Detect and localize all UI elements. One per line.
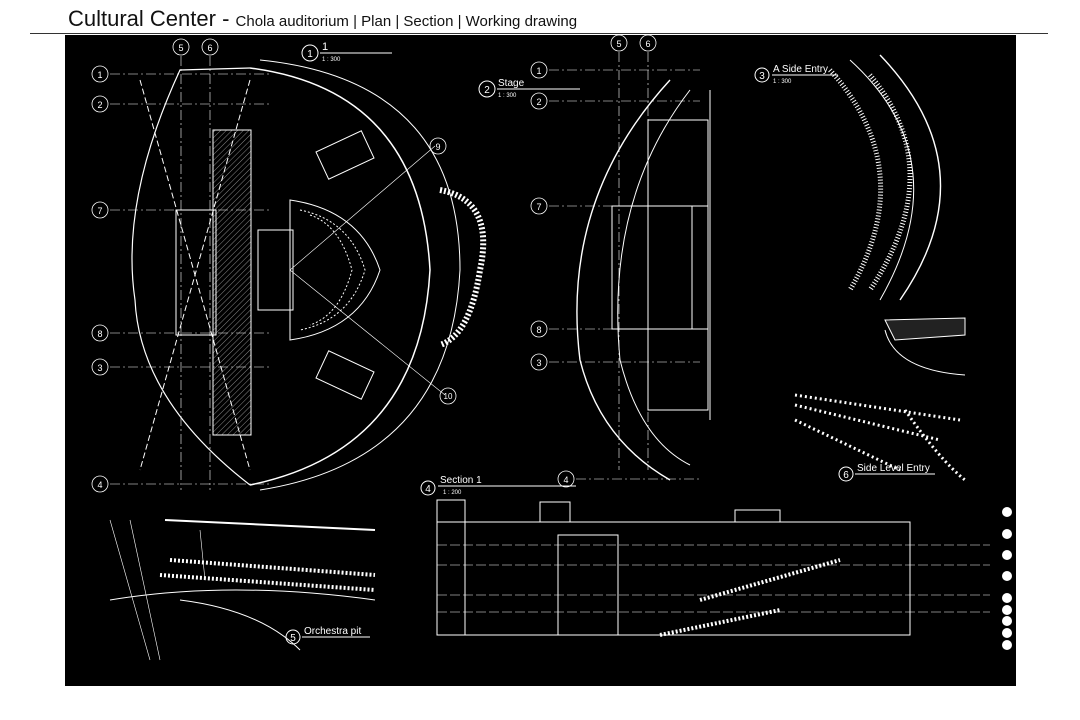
header-rule <box>30 33 1048 34</box>
grid-label: 6 <box>645 39 650 49</box>
title-side-level: 6 Side Level Entry <box>838 463 935 482</box>
drawing-scale: 1 : 200 <box>443 490 462 496</box>
floor-plan <box>131 59 487 491</box>
grid-label: 5 <box>616 39 621 49</box>
title-section: 4 Section 1 1 : 200 <box>420 475 576 496</box>
drawing-number: 1 <box>307 49 313 60</box>
title-orchestra: 5 Orchestra pit <box>285 626 370 645</box>
drawing-number: 4 <box>425 484 431 495</box>
side-level-perspective <box>794 317 966 482</box>
title-separator: - <box>215 6 236 31</box>
drawing-title: Stage <box>498 78 525 89</box>
drawing-number: 3 <box>759 71 765 82</box>
drawing-title: A Side Entry <box>773 64 828 75</box>
plan-grid-bubbles: 1 2 7 8 3 4 5 6 9 10 <box>91 38 457 493</box>
grid-label: 1 <box>536 66 541 76</box>
grid-label: 8 <box>536 325 541 335</box>
drawing-scale: 1 : 300 <box>498 93 517 99</box>
grid-label: 1 <box>97 70 102 80</box>
drawing-title: Side Level Entry <box>857 463 930 474</box>
orchestra-perspective <box>109 519 376 661</box>
drawing-title: Section 1 <box>440 475 482 486</box>
grid-label: 8 <box>97 329 102 339</box>
drawing-title: Orchestra pit <box>304 626 361 637</box>
title-plan: 1 1 1 : 300 <box>301 41 392 63</box>
sheet-subtitle: Chola auditorium | Plan | Section | Work… <box>235 13 578 30</box>
grid-label: 3 <box>97 363 102 373</box>
drawing-number: 2 <box>484 85 490 96</box>
stage-grid-bubbles: 1 2 7 8 3 4 5 6 <box>530 34 657 488</box>
drawing-number: 5 <box>290 633 296 644</box>
grid-label: 5 <box>178 43 183 53</box>
grid-label: 4 <box>563 475 568 485</box>
section-drawing <box>436 499 1012 650</box>
side-entry-plan <box>828 54 942 301</box>
grid-label: 7 <box>536 202 541 212</box>
grid-label: 9 <box>435 142 440 152</box>
grid-label: 10 <box>444 392 453 401</box>
grid-label: 4 <box>97 480 102 490</box>
grid-label: 7 <box>97 206 102 216</box>
stage-plan <box>576 79 711 481</box>
grid-label: 6 <box>207 43 212 53</box>
drawing-title: 1 <box>322 41 328 53</box>
title-stage: 2 Stage 1 : 300 <box>478 78 580 99</box>
grid-label: 3 <box>536 358 541 368</box>
drawing-scale: 1 : 300 <box>773 79 792 85</box>
grid-label: 2 <box>536 97 541 107</box>
drawing-scale: 1 : 300 <box>322 57 341 63</box>
title-side-entry: 3 A Side Entry 1 : 300 <box>754 64 838 85</box>
grid-label: 2 <box>97 100 102 110</box>
sheet-title: Cultural Center - Chola auditorium | Pla… <box>68 6 577 32</box>
project-title: Cultural Center <box>68 6 216 31</box>
drawing-number: 6 <box>843 470 849 481</box>
